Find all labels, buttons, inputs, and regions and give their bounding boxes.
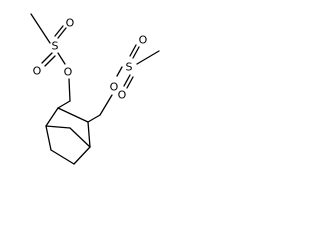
- oxygen-label-left-down: O: [33, 65, 42, 78]
- bond-s2-o-up-2: [129, 44, 137, 57]
- bond-s2-o-link: [116, 66, 123, 77]
- bond-o2-ch2: [99, 94, 113, 116]
- bond-c2-c1: [45, 107, 59, 127]
- bond-c5-c4: [73, 146, 91, 165]
- bond-ch3-s2: [136, 50, 160, 65]
- bond-ch3-s1: [30, 13, 51, 44]
- bond-ch2-ring-c2: [57, 100, 71, 109]
- bond-s1-o-down: [41, 52, 53, 64]
- bond-c2-c3: [57, 107, 89, 123]
- bond-o1-ch2: [68, 78, 71, 102]
- oxygen-label-left-link: O: [64, 66, 73, 79]
- bond-s1-o-up-2: [54, 25, 64, 37]
- oxygen-label-right-up: O: [139, 34, 148, 47]
- chemical-structure: S O O O S O O O: [30, 13, 160, 165]
- bond-c1-c7: [45, 125, 71, 129]
- oxygen-label-right-link: O: [110, 81, 119, 94]
- bond-c6-c5: [50, 149, 75, 165]
- bond-s2-o-down: [123, 74, 131, 87]
- bond-s2-o-up: [132, 46, 140, 59]
- bond-c1-c6: [45, 125, 52, 151]
- bond-c7-c4: [69, 127, 91, 148]
- oxygen-label-left-up: O: [66, 17, 75, 30]
- bond-s1-o-down-2: [44, 55, 56, 67]
- atom-labels: S O O O S O O O: [33, 17, 148, 102]
- bond-s2-o-down-2: [126, 76, 134, 89]
- bond-c3-c4: [87, 121, 91, 148]
- bond-ch2-ring-c3: [87, 114, 101, 123]
- sulfur-label-right: S: [126, 61, 133, 74]
- bond-s1-o-up: [57, 27, 67, 39]
- oxygen-label-right-down: O: [118, 89, 127, 102]
- sulfur-label-left: S: [52, 40, 59, 53]
- bond-s1-o-link: [57, 52, 66, 65]
- bonds: [30, 13, 160, 165]
